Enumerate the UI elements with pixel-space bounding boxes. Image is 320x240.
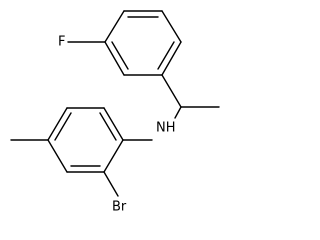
ring1-double-bond-c xyxy=(111,41,129,70)
ring2-bond-4 xyxy=(47,139,68,173)
ch-to-nh-bond xyxy=(174,106,182,119)
ring2-bond-1 xyxy=(103,107,124,141)
ring1-bond-3 xyxy=(161,41,182,76)
ring2-double-bond-b xyxy=(54,112,72,141)
c-br-bond xyxy=(103,171,119,197)
fluorophenyl-ring xyxy=(104,10,182,76)
fluorine-label: F xyxy=(58,35,65,50)
ring2-bond-3 xyxy=(47,107,68,141)
ring-to-ch-bond xyxy=(161,74,182,108)
ring1-double-bond-b xyxy=(157,41,175,70)
bromine-label: Br xyxy=(112,200,127,215)
bromomethylphenyl-ring xyxy=(47,107,124,173)
ring2-double-bond-a xyxy=(99,112,117,141)
ring2-bond-6 xyxy=(103,139,124,173)
amine-label: NH xyxy=(156,121,176,136)
ring1-bond-5 xyxy=(104,41,125,76)
chemical-structure-diagram: F NH Br xyxy=(10,10,220,215)
ring1-bond-6 xyxy=(104,10,125,43)
ring1-bond-2 xyxy=(161,10,182,43)
